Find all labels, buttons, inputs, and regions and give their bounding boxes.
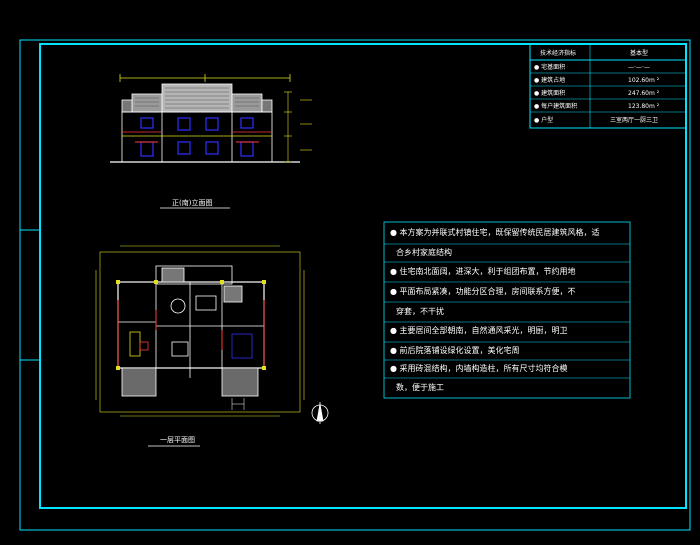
- notes-box: [383, 221, 631, 399]
- note-line: 数，便于施工: [396, 383, 444, 392]
- drawing-frame: [19, 39, 691, 531]
- note-line: ● 采用砖混结构，内墙构造柱，所有尺寸均符合模: [390, 364, 568, 373]
- spec-row-label: ● 每户建筑面积: [534, 102, 577, 110]
- note-line: ● 前后院落铺设绿化设置，美化宅周: [390, 346, 520, 355]
- front-elevation-drawing: [110, 74, 312, 163]
- spec-row-label: ● 建筑面积: [534, 89, 565, 97]
- spec-table: 技术经济指标 基本型 ● 宅基面积 —·—·— ● 建筑占地 102.60m ²…: [529, 43, 687, 129]
- note-line: 合乡村家庭结构: [396, 248, 452, 257]
- spec-row-label: ● 户型: [534, 116, 553, 124]
- note-line: ● 本方案为并联式村镇住宅，既保留传统民居建筑风格，适: [390, 228, 600, 237]
- spec-header-right: 基本型: [630, 49, 648, 57]
- note-line: 穿套，不干扰: [396, 307, 444, 316]
- plan-caption: 一层平面图: [160, 436, 195, 444]
- spec-row-label: ● 建筑占地: [534, 76, 565, 84]
- spec-row-value: 三室两厅一厨三卫: [610, 116, 658, 124]
- elevation-caption: 正(南)立面图: [172, 198, 212, 207]
- spec-row-value: 247.60m ²: [628, 90, 660, 97]
- note-line: ● 平面布局紧凑，功能分区合理，房间联系方便，不: [390, 287, 576, 296]
- spec-header-left: 技术经济指标: [540, 49, 576, 57]
- spec-row-value: 102.60m ²: [628, 77, 660, 84]
- north-arrow-icon: [311, 402, 329, 424]
- note-line: ● 住宅南北面阔，进深大，利于组团布置，节约用地: [390, 267, 576, 276]
- spec-row-value: —·—·—: [628, 64, 650, 71]
- spec-row-label: ● 宅基面积: [534, 63, 565, 71]
- note-line: ● 主要居间全部朝南，自然通风采光，明厨，明卫: [390, 326, 568, 335]
- spec-row-value: 123.80m ²: [628, 103, 660, 110]
- floor-plan-drawing: [95, 245, 305, 417]
